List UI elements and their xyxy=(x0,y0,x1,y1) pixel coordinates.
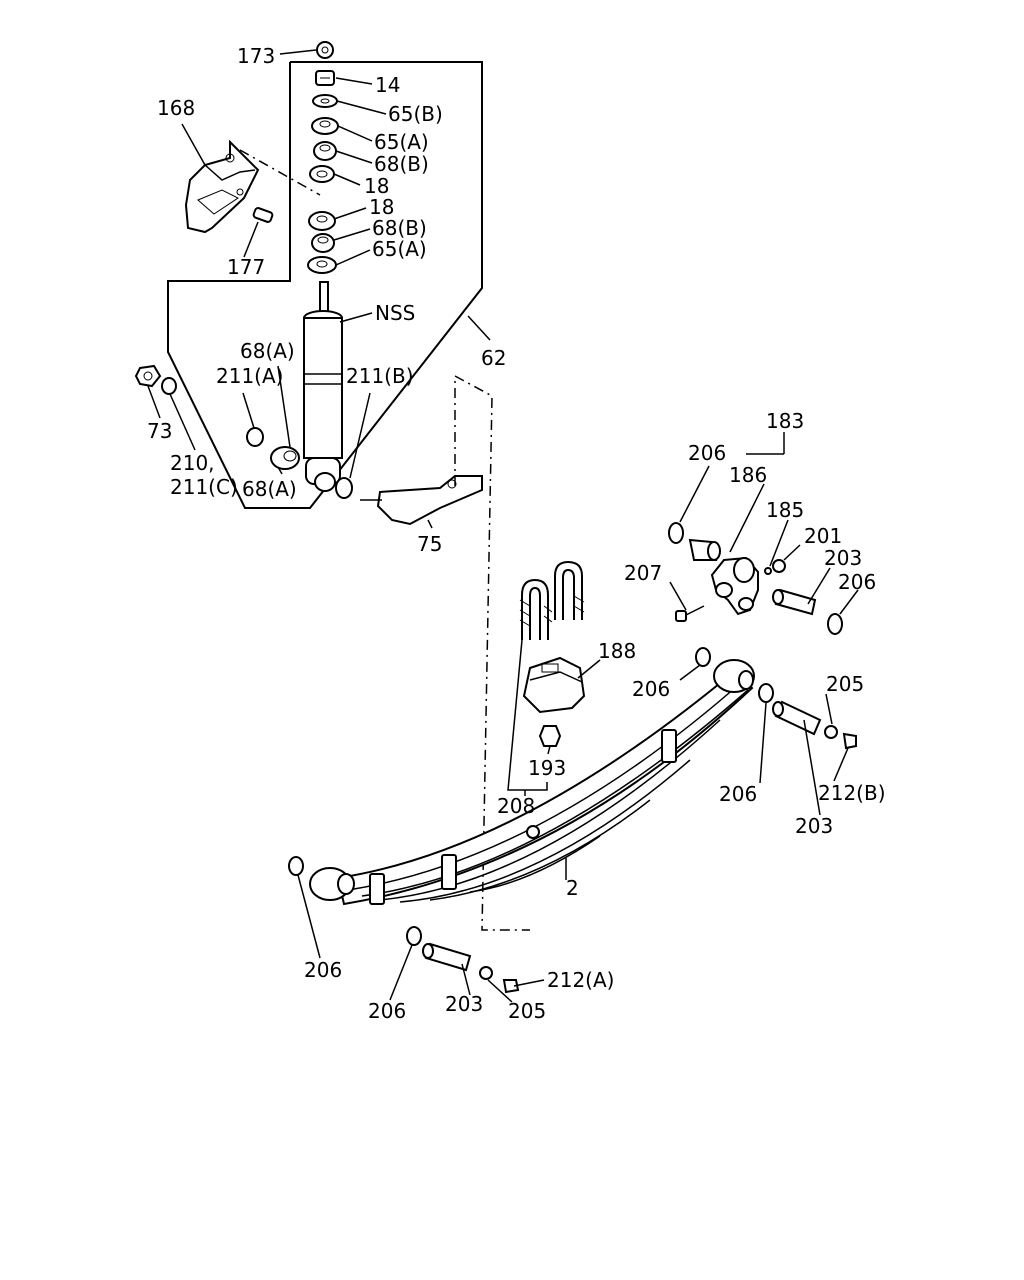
leader-lines xyxy=(147,49,859,1003)
callout-203-a: 203 xyxy=(824,546,862,570)
group-62-outline xyxy=(167,61,483,509)
callout-201: 201 xyxy=(804,524,842,548)
bushing-68b-top xyxy=(313,141,337,161)
callout-203-c: 203 xyxy=(445,992,483,1016)
callout-206-a: 206 xyxy=(688,441,726,465)
bracket-168 xyxy=(184,139,321,234)
callout-183: 183 xyxy=(766,409,804,433)
nut-173 xyxy=(316,41,334,59)
callout-68b-mid: 68(B) xyxy=(372,216,427,240)
spring-eye-hardware xyxy=(288,647,857,994)
spring-pad-188 xyxy=(522,656,586,714)
callout-206-c: 206 xyxy=(632,677,670,701)
grease-fitting-212a xyxy=(502,979,520,994)
callout-211c: 211(C) xyxy=(170,475,238,499)
callout-211b: 211(B) xyxy=(346,364,414,388)
washer-206-shackle-right xyxy=(827,613,843,635)
nut-193 xyxy=(538,725,562,747)
washer-65a-top xyxy=(311,117,339,135)
nut-205-front xyxy=(824,725,838,739)
callout-18-mid: 18 xyxy=(369,195,394,219)
callout-68b-top: 68(B) xyxy=(374,152,429,176)
callout-75: 75 xyxy=(417,532,442,556)
callout-203-b: 203 xyxy=(795,814,833,838)
callout-68a-bot: 68(A) xyxy=(242,477,297,501)
washer-206-front-lower xyxy=(758,683,774,703)
bolt-207 xyxy=(675,605,705,622)
shock-absorber-nss xyxy=(303,281,343,492)
callout-177: 177 xyxy=(227,255,265,279)
shackle-assembly xyxy=(668,522,843,635)
washer-206-front-upper xyxy=(695,647,711,667)
callout-188: 188 xyxy=(598,639,636,663)
grease-fitting-212b xyxy=(842,732,857,750)
callout-205-a: 205 xyxy=(826,672,864,696)
callout-65a-mid: 65(A) xyxy=(372,237,427,261)
callout-206-b: 206 xyxy=(838,570,876,594)
pin-203-shackle xyxy=(772,588,817,616)
callout-206-e: 206 xyxy=(304,958,342,982)
callout-206-f: 206 xyxy=(368,999,406,1023)
callout-168: 168 xyxy=(157,96,195,120)
bracket-75 xyxy=(360,374,530,931)
callout-207: 207 xyxy=(624,561,662,585)
shackle-183 xyxy=(710,556,759,616)
callout-14: 14 xyxy=(375,73,400,97)
shock-absorber-group xyxy=(134,41,483,509)
bushing-68b-mid xyxy=(311,233,335,253)
grease-fitting-185 xyxy=(764,567,772,575)
callout-210: 210, xyxy=(170,451,215,475)
callout-68a-top: 68(A) xyxy=(240,339,295,363)
leaf-spring-2 xyxy=(309,659,755,906)
washer-18-top xyxy=(309,165,335,183)
washer-210 xyxy=(161,377,177,395)
callout-208: 208 xyxy=(497,794,535,818)
callout-212a: 212(A) xyxy=(547,968,614,992)
callout-211a: 211(A) xyxy=(216,364,283,388)
washer-65b xyxy=(312,94,338,108)
callout-206-d: 206 xyxy=(719,782,757,806)
callout-2: 2 xyxy=(566,876,579,900)
callout-labels: 173 14 65(B) 65(A) 68(B) 18 18 68(B) 65(… xyxy=(147,44,886,1023)
callout-65a-top: 65(A) xyxy=(374,130,429,154)
pin-203-rear xyxy=(422,942,472,972)
washer-206-shackle-left xyxy=(668,522,684,544)
u-bolts-208 xyxy=(519,560,585,640)
washer-211b xyxy=(335,477,353,499)
callout-173: 173 xyxy=(237,44,275,68)
washer-65a-mid xyxy=(307,256,337,274)
callout-nss: NSS xyxy=(375,301,415,325)
callout-73: 73 xyxy=(147,419,172,443)
callout-185: 185 xyxy=(766,498,804,522)
callout-18-top: 18 xyxy=(364,174,389,198)
washer-206-rear-outer xyxy=(288,856,304,876)
bolt-177 xyxy=(243,207,274,258)
callout-205-b: 205 xyxy=(508,999,546,1023)
callout-212b: 212(B) xyxy=(818,781,886,805)
callout-62: 62 xyxy=(481,346,506,370)
nut-73 xyxy=(134,364,162,388)
callout-186: 186 xyxy=(729,463,767,487)
nut-14 xyxy=(315,70,335,86)
callout-193: 193 xyxy=(528,756,566,780)
nut-205-rear xyxy=(479,966,493,980)
nut-201 xyxy=(772,559,786,573)
washer-211a xyxy=(246,427,264,447)
pin-203-front xyxy=(772,700,822,736)
callout-65b: 65(B) xyxy=(388,102,443,126)
washer-18-mid xyxy=(308,211,336,231)
bushing-186 xyxy=(688,538,721,561)
bushing-68a xyxy=(270,446,300,470)
washer-206-rear-inner xyxy=(406,926,422,946)
